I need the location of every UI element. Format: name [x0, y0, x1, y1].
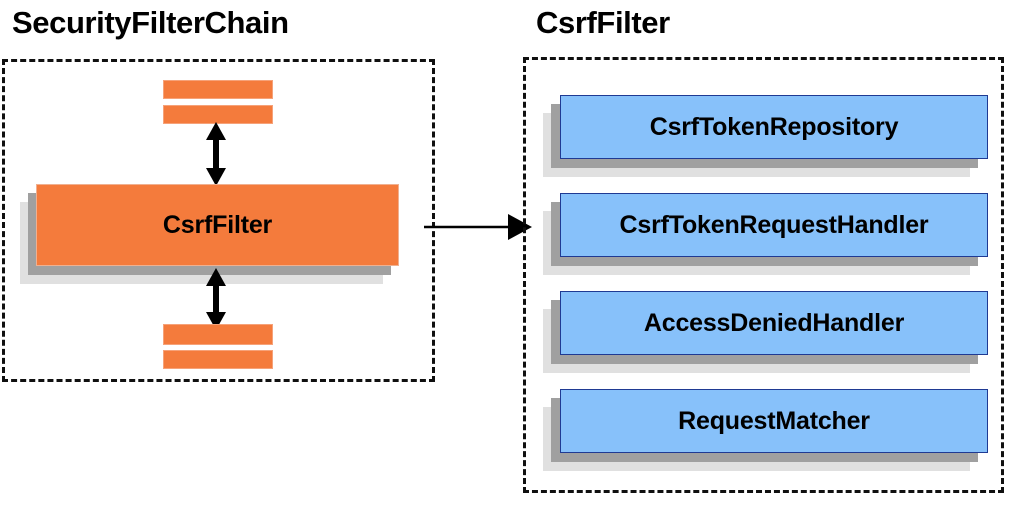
card-face: AccessDeniedHandler	[560, 291, 988, 355]
collaborator-label: CsrfTokenRequestHandler	[619, 210, 929, 239]
filter-bar-lower-1	[163, 324, 273, 345]
collaborator-label: CsrfTokenRepository	[649, 112, 899, 141]
card-face: RequestMatcher	[560, 389, 988, 453]
chain-link-below-arrow	[206, 268, 226, 330]
card-face: CsrfTokenRepository	[560, 95, 988, 159]
filter-bar-upper-2	[163, 105, 273, 124]
card-face: CsrfTokenRequestHandler	[560, 193, 988, 257]
collaborator-label: AccessDeniedHandler	[643, 308, 905, 337]
csrf-filter-face: CsrfFilter	[36, 184, 399, 266]
expand-arrow	[424, 214, 532, 240]
collaborator-label: RequestMatcher	[678, 406, 870, 435]
collaborator-access-denied-handler[interactable]: AccessDeniedHandler	[543, 291, 1006, 383]
filter-bar-lower-2	[163, 350, 273, 369]
page-title-csrf-filter: CsrfFilter	[536, 5, 670, 40]
chain-link-above-arrow	[206, 122, 226, 186]
group-box-csrf-filter	[523, 57, 1004, 493]
collaborator-csrf-token-repository[interactable]: CsrfTokenRepository	[543, 95, 1006, 187]
csrf-filter-block[interactable]: CsrfFilter	[20, 184, 416, 294]
group-box-security-filter-chain	[2, 59, 435, 382]
csrf-filter-label: CsrfFilter	[162, 210, 273, 239]
page-title-security-filter-chain: SecurityFilterChain	[12, 5, 289, 40]
collaborator-csrf-token-request-handler[interactable]: CsrfTokenRequestHandler	[543, 193, 1006, 285]
collaborator-request-matcher[interactable]: RequestMatcher	[543, 389, 1006, 481]
filter-bar-upper-1	[163, 80, 273, 99]
